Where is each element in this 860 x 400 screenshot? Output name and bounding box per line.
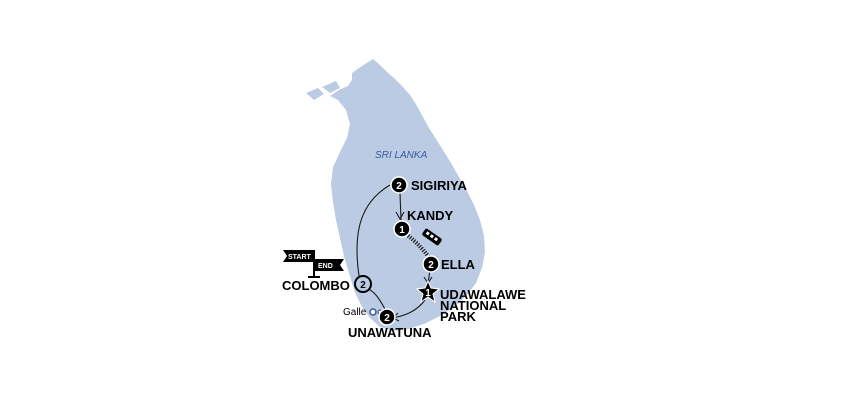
waypoint-marker [369,308,377,316]
stop-label-line-3: PARK [440,309,476,324]
island-north-2 [322,81,340,93]
land-mass [306,59,485,331]
end-flag [314,259,344,271]
star-icon [415,279,441,304]
route-sigiriya-kandy [399,192,402,221]
island-north-1 [306,88,324,100]
nights-badge [422,255,440,273]
nights-badge [390,176,408,194]
nights-count: 1 [399,225,405,236]
stop-label: COLOMBO [282,278,350,293]
stop-kandy: KANDY 1 [393,208,454,238]
route-colombo-sigiriya [356,184,391,277]
route-arrow-1 [395,211,405,221]
nights-count: 2 [428,260,434,271]
waypoint-label: Galle [343,307,367,318]
nights-count: 2 [360,280,366,291]
stop-label-line-2: NATIONAL [440,298,506,313]
stop-sigiriya: 2 SIGIRIYA [390,176,467,194]
stop-label: SIGIRIYA [411,178,467,193]
stop-unawatuna: 2 UNAWATUNA [348,308,432,340]
end-label: END [318,263,333,270]
sri-lanka-outline [330,59,485,331]
country-label: SRI LANKA [375,150,428,161]
stop-ella: 2 ELLA [422,255,476,273]
start-label: START [288,254,312,261]
train-route [404,232,433,262]
nights-count: 2 [384,313,390,324]
stop-label: UNAWATUNA [348,325,432,340]
stop-label: ELLA [441,257,476,272]
train-icon [422,228,442,246]
stop-label: KANDY [407,208,454,223]
stop-colombo: 2 COLOMBO [282,275,372,293]
nights-badge [393,220,411,238]
nights-count: 2 [396,181,402,192]
nights-badge [378,308,396,326]
nights-badge [354,275,372,293]
start-flag [283,250,314,262]
stop-udawalawe: 1 UDAWALAWE NATIONAL PARK [415,279,526,324]
start-end-flag: START END [283,250,344,278]
stop-label-line-1: UDAWALAWE [440,287,526,302]
nights-count: 1 [425,288,431,299]
